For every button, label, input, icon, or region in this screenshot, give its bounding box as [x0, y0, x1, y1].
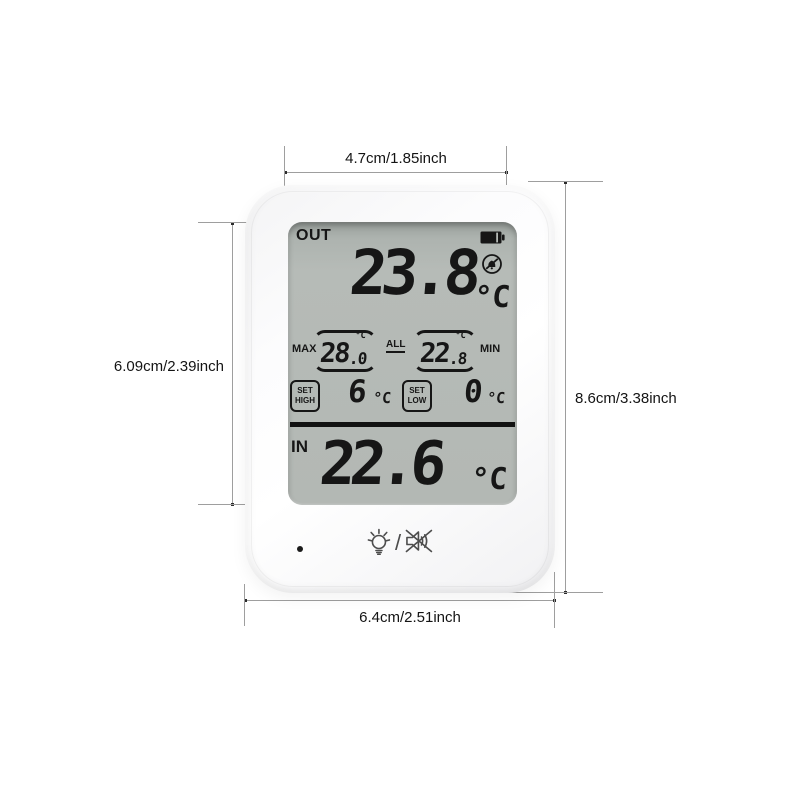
- dimension-left-label: 6.09cm/2.39inch: [113, 358, 224, 375]
- light-bulb-icon: [366, 527, 392, 560]
- dimension-right-line: [565, 182, 566, 593]
- thermometer-device: OUT 23.8 °C MAX: [245, 185, 555, 593]
- set-high-unit: °C: [372, 389, 392, 407]
- set-low-line2: LOW: [407, 396, 427, 405]
- min-value-box: °C 22 .8: [413, 330, 477, 372]
- dimension-extension-line: [198, 504, 248, 505]
- indoor-temperature-unit: °C: [469, 462, 509, 497]
- dimension-tick: [284, 171, 287, 174]
- all-label: ALL: [386, 339, 406, 353]
- dimension-bottom-line: [245, 600, 555, 601]
- set-low-line1: SET: [409, 386, 425, 395]
- dimension-top-label: 4.7cm/1.85inch: [345, 150, 447, 167]
- mute-speaker-icon: [404, 528, 434, 559]
- set-high-value: 6: [346, 374, 369, 410]
- dimension-extension-line: [244, 584, 245, 626]
- dimension-top-line: [285, 172, 507, 173]
- dimension-bottom-label: 6.4cm/2.51inch: [359, 609, 461, 626]
- dimension-extension-line: [198, 222, 248, 223]
- dimension-extension-line: [554, 572, 555, 628]
- dimension-tick: [244, 599, 247, 602]
- dimension-extension-line: [498, 592, 603, 593]
- lcd-section-divider: [290, 422, 515, 427]
- set-low-badge: SET LOW: [402, 380, 432, 412]
- dimension-extension-line: [284, 146, 285, 222]
- set-high-badge: SET HIGH: [290, 380, 320, 412]
- outdoor-temperature-unit: °C: [472, 280, 512, 315]
- max-temperature-value: 28: [318, 338, 350, 369]
- max-temperature-fraction: .0: [347, 349, 367, 368]
- max-value-box: °C 28 .0: [313, 330, 377, 372]
- dimension-extension-line: [506, 146, 507, 222]
- function-icons: /: [366, 527, 434, 560]
- dimension-tick: [231, 222, 234, 225]
- icon-separator: /: [394, 529, 402, 555]
- set-low-unit: °C: [486, 389, 506, 407]
- min-label: MIN: [480, 343, 501, 355]
- out-label: OUT: [296, 227, 332, 244]
- dimension-left-line: [232, 223, 233, 505]
- min-temperature-value: 22: [418, 338, 450, 369]
- lcd-screen: OUT 23.8 °C MAX: [288, 222, 517, 505]
- min-temperature-fraction: .8: [447, 349, 467, 368]
- battery-icon: [480, 231, 505, 249]
- dimension-tick: [564, 181, 567, 184]
- set-high-line2: HIGH: [295, 396, 315, 405]
- alarm-off-icon: [481, 253, 503, 280]
- indoor-temperature-value: 22.6: [316, 429, 444, 499]
- led-indicator-dot: [297, 546, 303, 552]
- set-high-line1: SET: [297, 386, 313, 395]
- dimension-extension-line: [528, 181, 603, 182]
- outdoor-temperature-value: 23.8: [346, 236, 479, 309]
- max-label: MAX: [292, 343, 317, 355]
- set-low-value: 0: [462, 374, 485, 410]
- dimension-right-label: 8.6cm/3.38inch: [575, 390, 677, 407]
- in-label: IN: [291, 437, 308, 456]
